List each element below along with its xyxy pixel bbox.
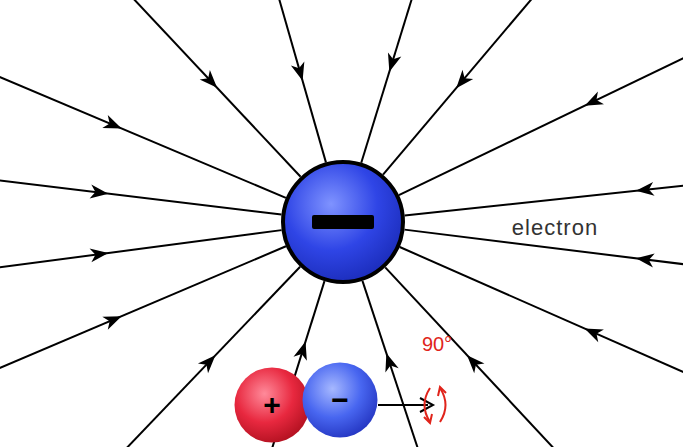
field-arrowhead bbox=[585, 329, 604, 343]
electron-sphere bbox=[283, 162, 403, 282]
field-arrowhead bbox=[456, 70, 473, 88]
field-arrowhead bbox=[90, 248, 109, 262]
charge-sign: + bbox=[263, 390, 281, 420]
charge-sign: − bbox=[331, 385, 349, 415]
rotation-arc bbox=[440, 388, 446, 422]
rotation-arrowhead bbox=[438, 387, 446, 396]
sphere bbox=[235, 368, 310, 443]
dipole-arrowhead bbox=[420, 398, 433, 412]
field-arrowhead bbox=[102, 115, 121, 128]
field-arrowhead bbox=[636, 182, 655, 196]
field-arrowhead bbox=[90, 185, 109, 199]
field-line bbox=[385, 267, 560, 447]
positive-charge: + bbox=[234, 367, 310, 443]
field-line bbox=[120, 267, 300, 447]
field-line bbox=[362, 281, 420, 447]
dipole-arrow bbox=[378, 404, 428, 406]
field-line bbox=[400, 247, 683, 375]
field-line bbox=[0, 180, 281, 215]
field-line bbox=[361, 0, 413, 163]
field-arrowhead bbox=[636, 254, 655, 268]
field-arrowhead bbox=[200, 70, 217, 88]
field-arrowhead bbox=[467, 355, 484, 373]
field-arrowhead bbox=[388, 52, 401, 71]
field-line bbox=[0, 75, 286, 198]
field-line bbox=[278, 0, 326, 162]
field-arrowhead bbox=[585, 92, 604, 106]
field-line bbox=[383, 0, 535, 175]
rotation-angle: 90° bbox=[422, 333, 452, 356]
minus-symbol bbox=[312, 215, 374, 229]
field-line bbox=[0, 230, 282, 268]
rotation-arrowhead bbox=[424, 414, 432, 423]
field-arrowhead bbox=[385, 353, 398, 372]
field-arrowhead bbox=[293, 342, 306, 361]
particle-label: electron bbox=[512, 215, 598, 240]
field-arrowhead bbox=[102, 316, 121, 329]
field-line bbox=[130, 0, 301, 177]
field-arrowhead bbox=[291, 62, 304, 81]
field-line bbox=[0, 246, 286, 370]
field-line bbox=[399, 55, 683, 195]
rotation-arc bbox=[425, 388, 431, 422]
field-arrowhead bbox=[198, 355, 216, 373]
negative-charge: − bbox=[302, 362, 378, 438]
sphere bbox=[303, 363, 378, 438]
